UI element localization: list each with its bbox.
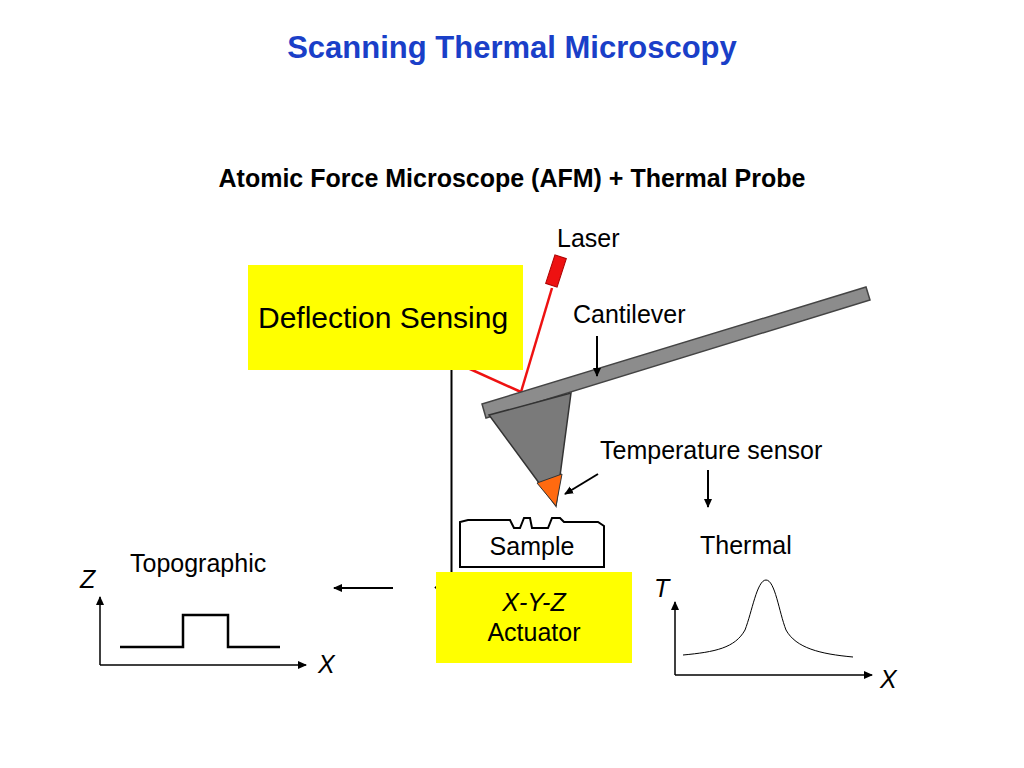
sample-block: Sample (458, 516, 606, 568)
title: Scanning Thermal Microscopy (0, 30, 1024, 66)
node-text: Actuator (487, 618, 580, 648)
node-text: X-Y-Z (502, 588, 565, 618)
plot-label: Topographic (130, 549, 266, 578)
x-axis (675, 674, 872, 676)
sensing-box: Deflection Sensing (248, 265, 523, 370)
sensor-leader (565, 474, 598, 494)
topographic-output-arrow (334, 587, 393, 589)
thermal-profile (683, 580, 853, 657)
subtitle: Atomic Force Microscope (AFM) + Thermal … (219, 164, 806, 193)
laser-source (546, 255, 567, 287)
signal-connector (435, 370, 452, 587)
probe-tip (489, 393, 571, 506)
x-axis (100, 664, 306, 666)
actuator-box: X-Y-ZActuator (436, 572, 632, 663)
thermal-leader (707, 470, 709, 507)
part-label: Cantilever (573, 300, 686, 329)
temperature-sensor (537, 474, 562, 506)
node-text: Sample (490, 532, 575, 562)
axis-label: Z (80, 565, 95, 594)
part-label: Laser (557, 224, 620, 253)
t-axis (674, 602, 676, 675)
part-label: Temperature sensor (600, 436, 822, 465)
cantilever-beam (482, 287, 870, 418)
axis-label: T (654, 574, 669, 603)
plot-label: Thermal (700, 531, 792, 560)
axis-label: X (318, 650, 335, 679)
laser-beam (521, 288, 552, 392)
axis-label: X (880, 665, 897, 694)
topography-profile (120, 615, 280, 647)
node-text: Deflection Sensing (258, 300, 508, 335)
cantilever-leader (596, 336, 598, 376)
z-axis (99, 597, 101, 665)
